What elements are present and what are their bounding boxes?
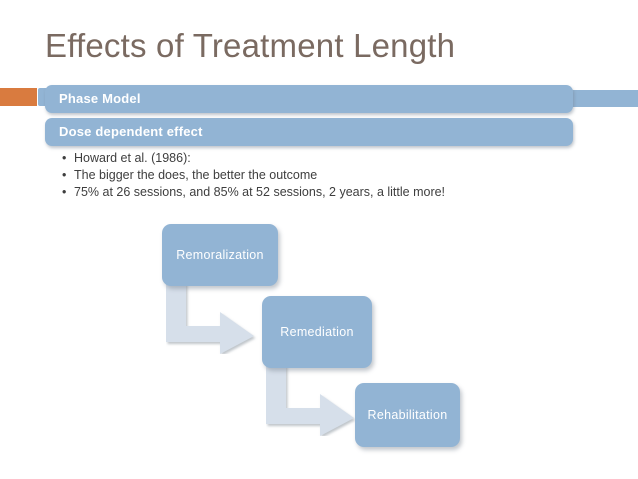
page-title: Effects of Treatment Length (45, 27, 456, 64)
bullet-list: • Howard et al. (1986): • The bigger the… (62, 150, 582, 201)
banner-label: Dose dependent effect (59, 124, 203, 139)
bullet-marker-icon: • (62, 168, 67, 182)
flow-step-rehabilitation[interactable]: Rehabilitation (355, 383, 460, 447)
orange-accent-bar (0, 88, 37, 106)
banner-label: Phase Model (59, 91, 141, 106)
list-item-text: The bigger the does, the better the outc… (74, 168, 318, 182)
list-item-text: 75% at 26 sessions, and 85% at 52 sessio… (74, 185, 446, 199)
flow-step-label: Rehabilitation (367, 408, 448, 422)
bullet-marker-icon: • (62, 151, 67, 165)
bullet-marker-icon: • (62, 185, 67, 199)
banner-phase-model: Phase Model (45, 85, 573, 113)
flow-step-remediation[interactable]: Remediation (262, 296, 372, 368)
flow-step-label: Remediation (280, 325, 354, 339)
elbow-arrow-icon (166, 282, 254, 354)
elbow-arrow-icon (266, 364, 354, 436)
list-item: • Howard et al. (1986): (62, 150, 582, 167)
flow-step-label: Remoralization (176, 248, 264, 262)
flow-step-remoralization[interactable]: Remoralization (162, 224, 278, 286)
list-item: • 75% at 26 sessions, and 85% at 52 sess… (62, 184, 582, 201)
list-item-text: Howard et al. (1986): (74, 151, 191, 165)
banner-right-extension (570, 90, 638, 107)
list-item: • The bigger the does, the better the ou… (62, 167, 582, 184)
banner-dose-dependent-effect: Dose dependent effect (45, 118, 573, 146)
